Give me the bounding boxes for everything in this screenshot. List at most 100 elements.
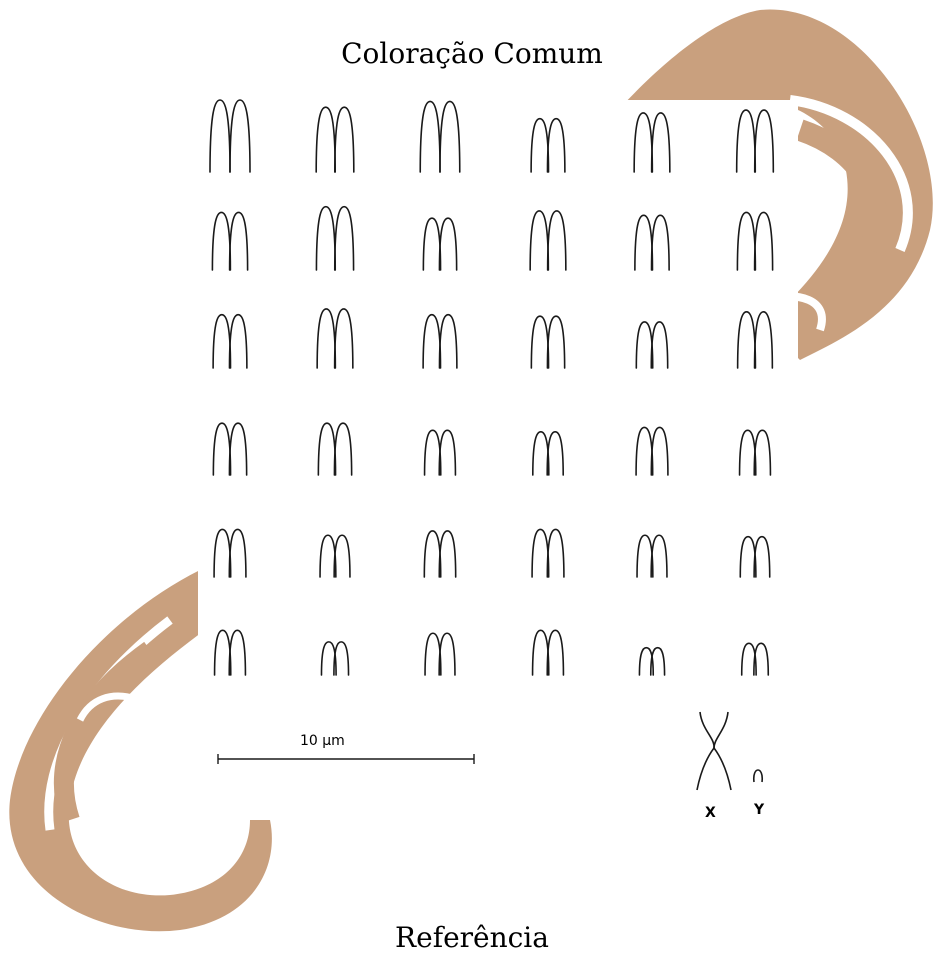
chromosome — [422, 313, 442, 369]
chromosome-pair — [531, 629, 565, 676]
chromosome — [438, 313, 458, 369]
chromosome-pair — [213, 629, 247, 676]
chromosome — [649, 646, 666, 676]
chromosome — [209, 99, 231, 173]
scale-bar — [217, 754, 475, 764]
x-chromosome — [696, 711, 732, 791]
chromosome — [546, 629, 565, 676]
chromosome-pair — [317, 422, 353, 476]
chromosome-pair — [530, 315, 566, 369]
chromosome-pair — [736, 311, 774, 369]
chromosome — [228, 313, 248, 369]
chromosome — [650, 534, 668, 578]
scale-bar-label: 10 µm — [300, 733, 345, 749]
chromosome — [228, 528, 247, 578]
chromosome — [753, 311, 774, 369]
watermark-logo-c — [9, 570, 272, 932]
chromosome-pair — [419, 100, 461, 173]
chromosome — [439, 100, 461, 173]
chromosome — [753, 429, 772, 476]
chromosome — [546, 315, 566, 369]
chromosome — [212, 422, 232, 476]
chromosome — [753, 211, 774, 271]
chromosome — [546, 117, 566, 173]
figure-panel — [198, 100, 798, 698]
chromosome — [735, 109, 757, 173]
chromosome-pair — [211, 211, 249, 271]
chromosome-pair — [740, 642, 770, 676]
chromosome-pair — [423, 530, 457, 578]
chromosome-pair — [736, 211, 774, 271]
chromosome — [422, 217, 442, 271]
chromosome — [438, 530, 457, 578]
chromosome-pair — [209, 99, 251, 173]
chromosome-pair — [212, 313, 248, 369]
chromosome-pair — [634, 214, 670, 271]
chromosome-pair — [532, 430, 564, 476]
chromosome — [333, 641, 350, 676]
autosome-grid — [209, 99, 775, 676]
chromosome — [650, 321, 669, 369]
chromosome-pair — [213, 528, 247, 578]
chromosome-pair — [316, 308, 354, 369]
chromosome-pair — [638, 646, 666, 676]
chromosome — [530, 315, 550, 369]
chromosome — [438, 632, 456, 676]
chromosome — [438, 429, 457, 476]
chromosome-pair — [633, 112, 671, 173]
figure-title: Coloração Comum — [341, 37, 603, 70]
chromosome-pair — [319, 534, 351, 578]
y-chromosome — [753, 769, 763, 783]
chromosome-pair — [635, 321, 669, 369]
chromosome — [638, 646, 655, 676]
chromosome-pair — [530, 117, 566, 173]
chromosome — [419, 100, 441, 173]
y-chromosome-label: Y — [754, 802, 765, 818]
chromosome — [316, 308, 337, 369]
chromosome-pair — [320, 641, 350, 676]
chromosome — [529, 210, 550, 271]
chromosome — [333, 534, 351, 578]
chromosome — [753, 109, 775, 173]
chromosome-pair — [739, 535, 771, 578]
chromosome-pair — [422, 217, 458, 271]
chromosome-pair — [635, 426, 669, 476]
chromosome — [315, 205, 337, 271]
chromosome — [317, 422, 337, 476]
chromosome — [211, 211, 232, 271]
chromosome-pair — [315, 106, 355, 173]
chromosome — [650, 214, 670, 271]
chromosome-pair — [531, 528, 565, 578]
chromosome — [315, 106, 336, 173]
chromosome — [333, 205, 355, 271]
chromosome-pair — [422, 313, 458, 369]
chromosome-pair — [315, 205, 355, 271]
chromosome — [333, 422, 353, 476]
footer-title: Referência — [395, 921, 549, 954]
chromosome-pair — [738, 429, 772, 476]
chromosome — [650, 112, 671, 173]
chromosome — [333, 308, 354, 369]
chromosome — [530, 117, 550, 173]
chromosome — [229, 99, 251, 173]
chromosome — [438, 217, 458, 271]
x-chromosome-label: X — [705, 805, 716, 821]
chromosome-pair — [212, 422, 248, 476]
chromosome — [736, 311, 757, 369]
chromosome — [228, 629, 247, 676]
chromosome-pair — [424, 632, 456, 676]
chromosome — [736, 211, 757, 271]
chromosome — [546, 430, 564, 476]
chromosome — [228, 422, 248, 476]
chromosome — [650, 426, 669, 476]
chromosome-pair — [423, 429, 457, 476]
chromosome — [633, 112, 654, 173]
chromosome — [634, 214, 654, 271]
chromosome — [546, 528, 565, 578]
chromosome — [546, 210, 567, 271]
chromosome — [228, 211, 249, 271]
chromosome-pair — [735, 109, 775, 173]
chromosome — [334, 106, 355, 173]
chromosome-pair — [529, 210, 567, 271]
